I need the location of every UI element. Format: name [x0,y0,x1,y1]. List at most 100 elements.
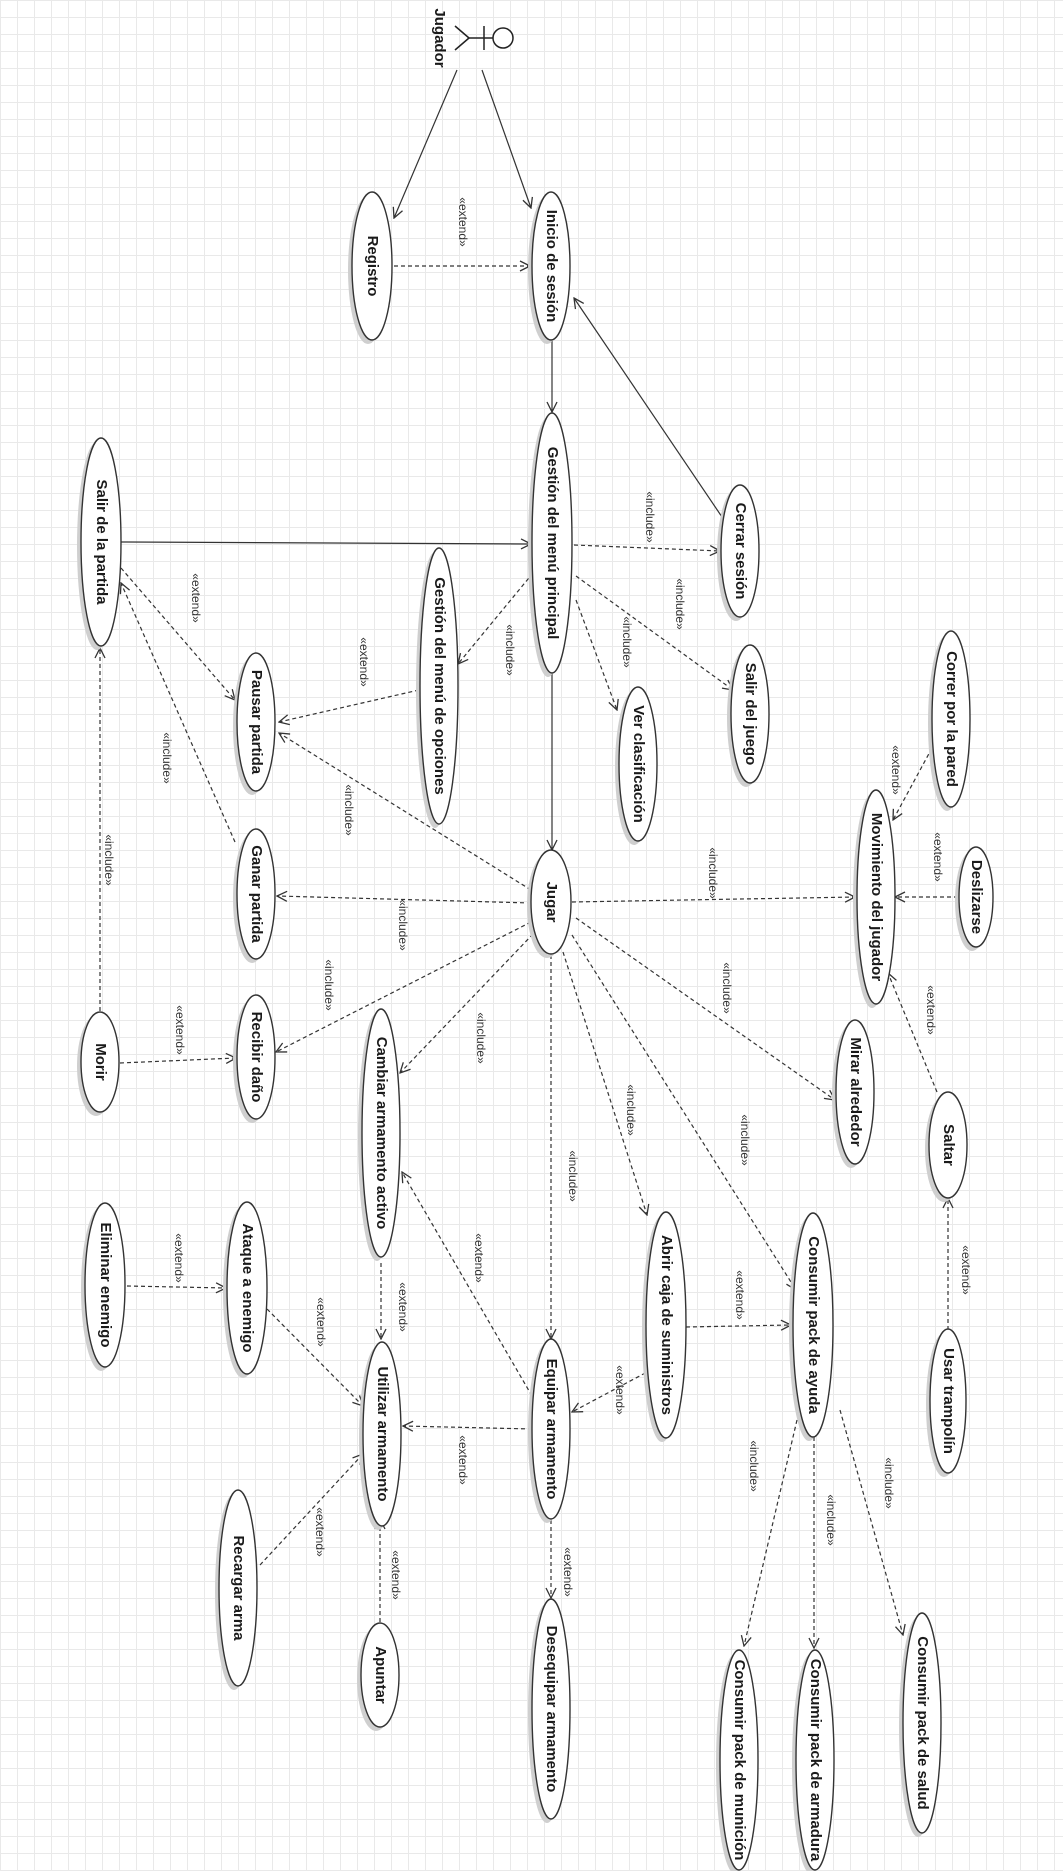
use-case-ver-clasif[interactable]: Ver clasificación [615,686,658,845]
use-case-apuntar[interactable]: Apuntar [357,1622,400,1731]
use-case-recargar[interactable]: Recargar arma [215,1489,258,1690]
relationship-cerrar-to-inicio [574,298,723,518]
use-case-label: Inicio de sesión [543,210,560,323]
use-case-desequipar[interactable]: Desequipar armamento [528,1598,571,1823]
use-case-trampolin[interactable]: Usar trampolín [926,1328,967,1477]
use-case-ellipse [362,1341,402,1527]
use-case-correr-pared[interactable]: Correr por la pared [928,630,971,811]
use-case-ataque[interactable]: Ataque a enemigo [223,1201,268,1378]
use-case-abrir-caja[interactable]: Abrir caja de suministros [642,1211,687,1442]
use-case-label: Salir de la partida [93,479,110,605]
stereotype-extend-label: «extend» [189,573,203,623]
use-case-salir-juego[interactable]: Salir del juego [727,644,770,787]
stereotype-extend-label: «extend» [172,1233,186,1283]
relationship-eliminar-to-ataque [126,1286,226,1288]
use-case-label: Gestión del menú principal [544,447,561,640]
relationship-jugar-to-recibir [276,921,532,1052]
stereotype-include-label: «include» [503,624,517,676]
use-case-ellipse [236,652,276,792]
use-case-eliminar[interactable]: Eliminar enemigo [81,1202,126,1371]
stereotype-include-label: «include» [706,847,720,899]
use-case-label: Equipar armamento [543,1359,560,1500]
use-case-cambiar[interactable]: Cambiar armamento activo [358,1008,401,1261]
use-case-label: Abrir caja de suministros [658,1235,675,1415]
use-case-cerrar[interactable]: Cerrar sesión [717,484,760,621]
relationship-equipar-to-utilizar [403,1426,533,1429]
stereotype-include-label: «include» [566,1150,580,1202]
use-case-ellipse [351,191,393,341]
use-case-label: Consumir pack de armadura [807,1659,824,1862]
stereotype-include-label: «include» [720,962,734,1014]
use-case-salud[interactable]: Consumir pack de salud [899,1612,942,1837]
stereotype-include-label: «include» [882,1457,896,1509]
use-case-deslizarse[interactable]: Deslizarse [955,846,994,951]
use-case-ellipse [856,789,896,1005]
stereotype-extend-label: «extend» [314,1297,328,1347]
use-case-ellipse [531,191,571,341]
use-case-ellipse [236,994,276,1120]
relationship-ataque-to-utilizar [266,1308,363,1406]
stereotype-include-label: «include» [673,578,687,630]
relationship-equipar-to-cambiar [402,1172,533,1397]
relationship-actor-to-registro [394,69,458,218]
use-case-ellipse [902,1612,942,1834]
stereotype-extend-label: «extend» [472,1233,486,1283]
use-case-saltar[interactable]: Saltar [925,1091,968,1202]
use-case-opciones[interactable]: Gestión del menú de opciones [416,547,459,828]
use-case-label: Gestión del menú de opciones [431,577,448,795]
use-case-label: Eliminar enemigo [97,1222,114,1347]
use-case-consumir-ayuda[interactable]: Consumir pack de ayuda [789,1212,834,1441]
stereotype-include-label: «include» [747,1440,761,1492]
use-case-ellipse [360,1622,400,1728]
use-case-label: Morir [92,1043,109,1081]
use-case-label: Mirar alrededor [847,1037,864,1146]
relationships: «extend» «include» «include» «include» «incl… [100,69,973,1648]
relationship-salir_partida-to-pausar [120,567,235,700]
use-case-ellipse [929,1328,967,1474]
use-case-ellipse [236,828,276,960]
use-case-ellipse [531,1338,571,1520]
use-case-label: Desequipar armamento [543,1626,560,1793]
use-case-salir-partida[interactable]: Salir de la partida [77,437,122,650]
use-case-registro[interactable]: Registro [348,191,393,344]
relationship-jugar-to-movimiento [571,897,855,902]
use-case-movimiento[interactable]: Movimiento del jugador [853,789,896,1008]
actor[interactable]: Jugador [431,8,514,68]
stereotype-include-label: «include» [322,959,336,1011]
relationship-recargar-to-utilizar [259,1454,363,1566]
relationship-salir_partida-to-gestion_menu [120,542,531,544]
use-case-armadura[interactable]: Consumir pack de armadura [792,1649,835,1871]
use-case-label: Deslizarse [968,860,985,934]
use-case-gestion-menu[interactable]: Gestión del menú principal [528,412,573,677]
use-case-ellipse [645,1211,687,1439]
use-case-ellipse [618,686,658,842]
use-case-mirar[interactable]: Mirar alrededor [832,1019,875,1168]
use-case-label: Apuntar [372,1646,389,1704]
use-case-jugar[interactable]: Jugar [527,849,572,958]
use-case-ellipse [80,437,122,647]
use-case-ganar[interactable]: Ganar partida [233,828,276,963]
use-case-ellipse [730,644,770,784]
use-case-label: Jugar [543,882,560,923]
stereotype-extend-label: «extend» [389,1550,403,1600]
use-case-label: Consumir pack de ayuda [805,1236,822,1414]
relationship-ganar-to-salir_partida [121,583,236,843]
use-case-ellipse [719,1649,759,1871]
stereotype-extend-label: «extend» [613,1365,627,1415]
use-case-utilizar[interactable]: Utilizar armamento [359,1341,402,1530]
use-case-pausar[interactable]: Pausar partida [233,652,276,795]
use-case-recibir[interactable]: Recibir daño [233,994,276,1123]
use-case-ellipse [531,1598,571,1820]
use-case-ellipse [795,1649,835,1871]
actor-name: Jugador [431,8,448,67]
use-case-equipar[interactable]: Equipar armamento [528,1338,571,1523]
stereotype-extend-label: «extend» [456,1435,470,1485]
use-case-label: Consumir pack de salud [914,1636,931,1809]
stereotype-include-label: «include» [643,491,657,543]
use-case-morir[interactable]: Morir [77,1011,120,1116]
use-case-municion[interactable]: Consumir pack de munición [716,1649,759,1871]
use-case-ellipse [931,630,971,808]
stereotype-include-label: «include» [160,732,174,784]
use-case-inicio[interactable]: Inicio de sesión [528,191,571,344]
use-case-label: Utilizar armamento [374,1366,391,1501]
